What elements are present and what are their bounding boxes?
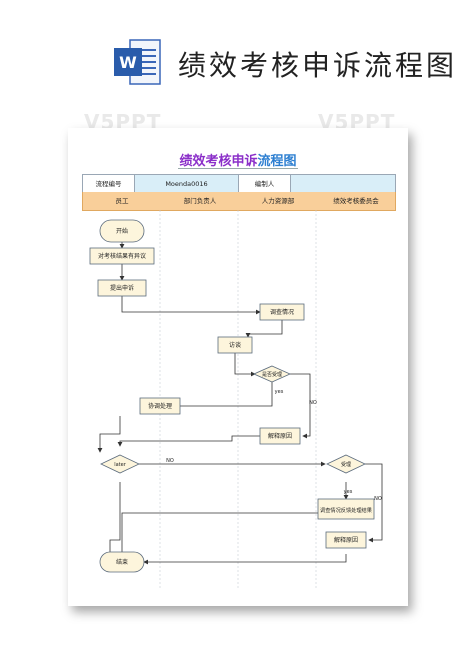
edge — [143, 554, 347, 565]
explain-label-2: 解释原因 — [334, 536, 358, 544]
document-header: W 绩效考核申诉流程图 — [0, 0, 474, 100]
accept-decision-label: 是否受理 — [262, 371, 282, 378]
edge — [117, 435, 260, 447]
code-label: 流程编号 — [83, 175, 135, 193]
coordinate-label: 协调处理 — [148, 402, 172, 410]
end-node — [99, 551, 145, 573]
feedback-node — [317, 498, 375, 520]
no-label: NO — [374, 496, 382, 502]
interview-label: 访谈 — [229, 341, 241, 349]
end-label: 结束 — [116, 558, 128, 566]
author-label: 编制人 — [239, 175, 291, 193]
yes-label: yes — [275, 389, 284, 395]
flowchart-diagram: 开始 对考核结果有异议 提出申诉 调查情况 访谈 是否受理 yes NO 协调处… — [89, 210, 383, 588]
lane-header-row: 员工 部门负责人 人力资源部 绩效考核委员会 — [82, 192, 396, 211]
start-node — [99, 219, 145, 243]
no-label: NO — [309, 400, 317, 406]
lane-header-committee: 绩效考核委员会 — [333, 197, 379, 205]
explain-label-1: 解释原因 — [268, 432, 292, 440]
author-value — [291, 175, 395, 193]
edge — [290, 373, 311, 439]
flowchart-title-part1: 绩效考核申诉 — [179, 154, 258, 169]
flowchart-title: 绩效考核申诉流程图 — [68, 150, 408, 169]
accept-decision-node — [253, 365, 291, 383]
investigate-node — [259, 303, 305, 321]
edge — [245, 320, 283, 338]
coordinate-node — [139, 397, 181, 415]
satisfied-decision-node — [100, 454, 140, 474]
svg-text:W: W — [119, 53, 137, 72]
submit-label: 提出申诉 — [110, 284, 134, 292]
code-value: Moenda0016 — [135, 175, 239, 193]
word-icon: W — [114, 39, 161, 85]
explain-node-1 — [259, 427, 301, 445]
edge — [119, 512, 318, 561]
edge — [147, 382, 273, 409]
lane-header-dept-head: 部门负责人 — [183, 197, 217, 205]
objection-label: 对考核结果有异议 — [98, 252, 146, 260]
edge — [107, 482, 121, 562]
edge — [365, 463, 383, 543]
flowchart-page: 绩效考核申诉流程图 流程编号 Moenda0016 编制人 员工 部门负责人 人… — [68, 128, 408, 606]
flowchart-title-part2: 流程图 — [257, 154, 297, 169]
satisfied-decision-label: later — [114, 462, 126, 468]
edge — [97, 416, 121, 453]
interview-node — [217, 336, 253, 354]
yes-label: yes — [344, 489, 353, 495]
no-label: NO — [166, 458, 174, 464]
title-underline — [178, 168, 298, 169]
edge — [121, 296, 261, 315]
edge — [234, 345, 256, 377]
objection-node — [89, 247, 155, 265]
lane-header-employee: 员工 — [115, 197, 129, 205]
lane-header-hr: 人力资源部 — [261, 197, 295, 205]
feedback-label: 调查情况反馈处理结果 — [320, 506, 372, 514]
submit-node — [97, 279, 147, 297]
document-title: 绩效考核申诉流程图 — [178, 49, 458, 82]
accept2-decision-label: 受理 — [341, 461, 351, 468]
start-label: 开始 — [116, 227, 128, 235]
explain-node-2 — [325, 531, 367, 549]
accept2-decision-node — [326, 454, 366, 474]
info-row: 流程编号 Moenda0016 编制人 — [82, 174, 396, 194]
investigate-label: 调查情况 — [270, 308, 294, 316]
